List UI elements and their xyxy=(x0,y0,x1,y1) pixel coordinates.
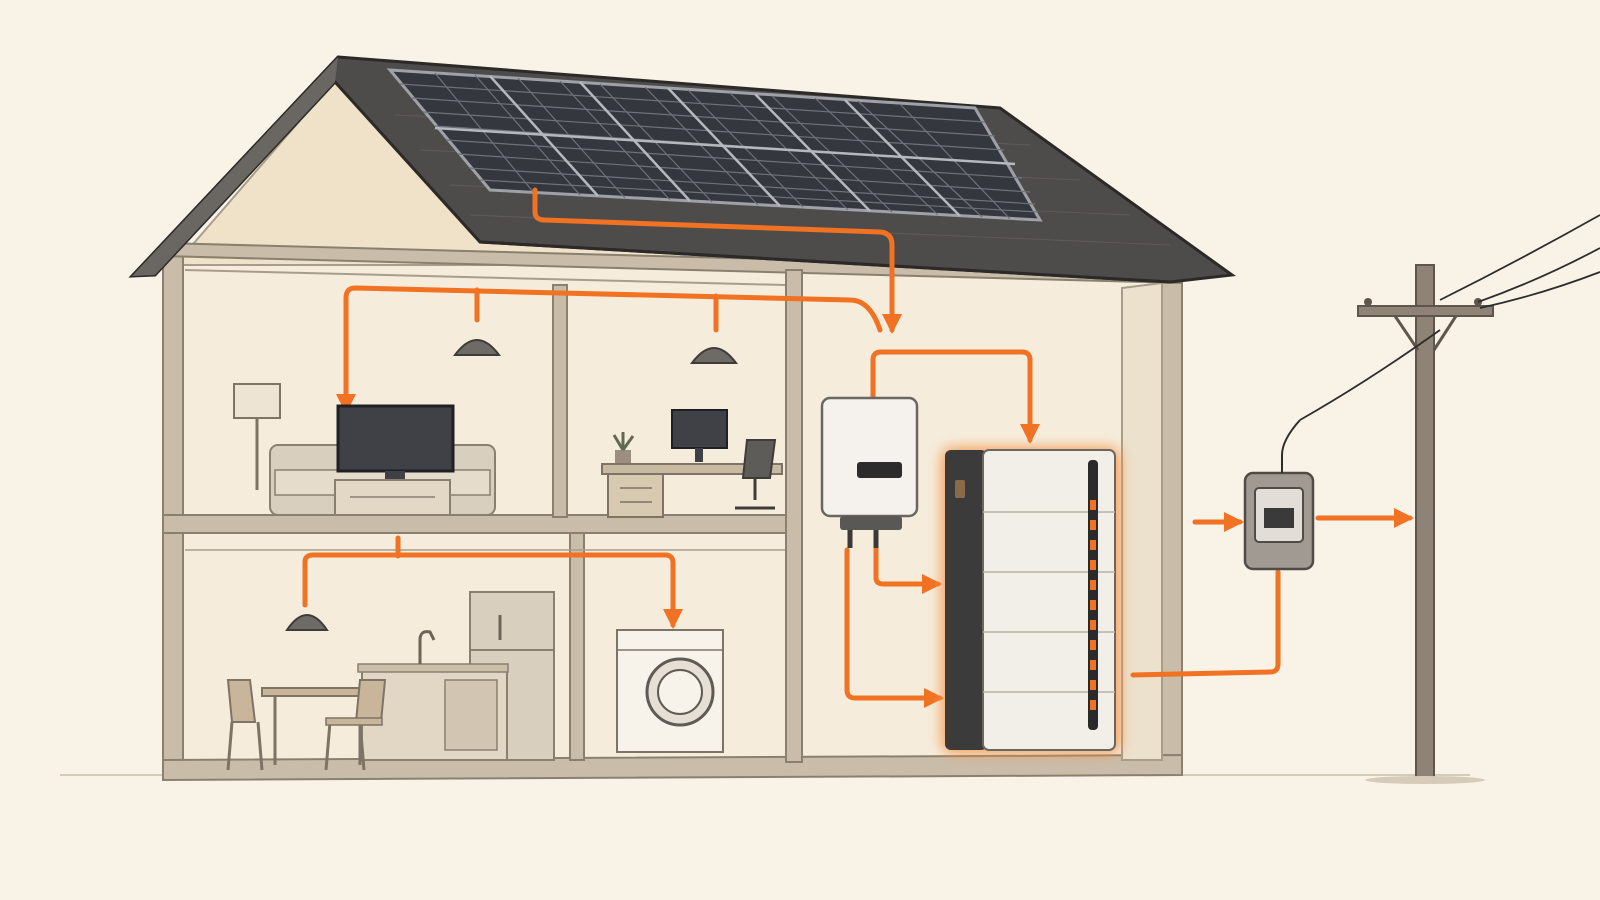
plant-icon xyxy=(612,432,635,464)
battery-side-panel xyxy=(945,450,987,750)
solar-panel-grid xyxy=(399,72,1039,220)
laundry-room xyxy=(616,629,724,753)
inverter-body xyxy=(820,396,919,518)
partition-lower-1 xyxy=(569,532,585,761)
utility-pole xyxy=(1299,214,1600,784)
solar-inverter xyxy=(820,396,919,548)
flow-inverter-to-battery-low xyxy=(844,547,944,708)
ceiling-lamp-icon xyxy=(453,339,501,356)
kitchen-counter-icon xyxy=(357,663,509,761)
flow-inverter-to-battery-top xyxy=(870,349,1040,444)
living-room xyxy=(233,339,501,516)
television-icon xyxy=(336,404,455,479)
roof-front-edge xyxy=(132,57,338,276)
solar-panel-array xyxy=(386,68,1043,222)
solar-panel-module-dividers xyxy=(434,75,1016,217)
energy-flow-lines xyxy=(302,187,1414,708)
ceiling-lamp-icon xyxy=(285,614,329,631)
flow-solar-to-inverter xyxy=(532,187,902,334)
partition-upper-1 xyxy=(552,284,568,518)
battery-front xyxy=(982,449,1116,751)
inverter-base xyxy=(840,516,902,530)
pole-shaft xyxy=(1415,264,1435,781)
first-floor-slab xyxy=(162,514,789,534)
meter-display xyxy=(1264,508,1294,528)
pole-crossarm xyxy=(1357,305,1494,317)
dining-chair-icon xyxy=(324,679,387,771)
right-outer-wall xyxy=(1161,279,1183,776)
office-chair-icon xyxy=(735,439,777,510)
tv-stand-icon xyxy=(334,479,451,516)
inverter-display xyxy=(857,462,902,478)
dining-chair-icon xyxy=(226,679,264,771)
desk-icon xyxy=(601,463,783,518)
power-lines xyxy=(1299,214,1600,421)
monitor-icon xyxy=(671,409,728,462)
flow-upper-distribution xyxy=(336,285,883,414)
battery-level-indicators xyxy=(1090,500,1096,710)
faucet-icon xyxy=(418,630,436,664)
flow-lower-distribution xyxy=(302,552,683,629)
ceiling-lamp-icon xyxy=(690,347,738,364)
flow-battery-to-meter xyxy=(1130,569,1281,678)
home-office xyxy=(601,347,783,518)
utility-room-side-wall xyxy=(1121,281,1163,761)
kitchen xyxy=(226,591,555,771)
partition-upper-2 xyxy=(785,269,803,763)
floor-lamp-icon xyxy=(233,383,281,490)
washing-machine-icon xyxy=(616,629,724,753)
home-battery-storage xyxy=(942,448,1120,753)
flow-inverter-to-battery-mid xyxy=(873,545,942,594)
ground-floor-slab xyxy=(162,753,1183,782)
utility-meter xyxy=(1243,419,1315,571)
